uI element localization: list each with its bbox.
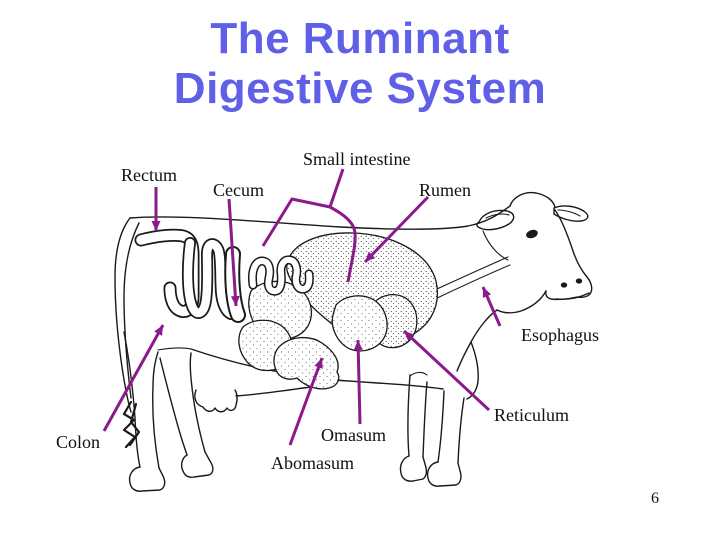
cow-far-ear xyxy=(553,205,589,222)
cow-face-outline xyxy=(545,209,593,301)
label-omasum: Omasum xyxy=(321,425,386,445)
omasum-arrow xyxy=(353,339,363,425)
colon-arrow xyxy=(102,324,165,432)
label-reticulum: Reticulum xyxy=(494,405,569,425)
organ-labels: Rectum Cecum Small intestine Rumen Esoph… xyxy=(56,149,599,473)
cow-nostril-left xyxy=(560,282,568,288)
page-number: 6 xyxy=(651,490,659,507)
label-cecum: Cecum xyxy=(213,180,264,200)
cow-rear-near-leg-front xyxy=(152,351,160,469)
cow-rear-near-hoof xyxy=(128,466,166,492)
cow-eye xyxy=(526,229,538,239)
cow-rear-near-leg-back xyxy=(123,331,141,468)
small-intestine-leader-right xyxy=(329,205,357,283)
cow-front-far-leg-back xyxy=(407,374,411,457)
leader-lines xyxy=(102,168,502,446)
cow-front-near-leg-back xyxy=(437,390,445,463)
esophagus-arrow xyxy=(481,286,502,327)
title-line-1: The Ruminant xyxy=(210,14,510,63)
cow-near-ear-fold xyxy=(485,213,510,219)
cow-head-top xyxy=(509,191,556,208)
cow-mouth-line xyxy=(555,292,590,300)
abomasum-arrow xyxy=(288,357,324,446)
cow-cheek-line xyxy=(482,230,509,261)
cow-front-far-leg-front xyxy=(422,381,428,458)
label-small-intestine: Small intestine xyxy=(303,149,411,169)
cow-jaw-line xyxy=(496,290,547,314)
cow-front-far-leg-top xyxy=(409,371,428,377)
cecum-arrow xyxy=(227,198,240,307)
label-rumen: Rumen xyxy=(419,180,471,200)
abomasum-organ xyxy=(273,336,340,390)
cow-back-line xyxy=(129,205,511,230)
cow-front-near-leg-front xyxy=(457,397,465,464)
label-colon: Colon xyxy=(56,432,100,452)
cow-front-far-hoof xyxy=(399,455,428,482)
label-esophagus: Esophagus xyxy=(521,325,599,345)
cow-nostril-right xyxy=(575,278,583,284)
cow-udder xyxy=(194,389,238,413)
label-rectum: Rectum xyxy=(121,165,177,185)
cow-thigh-fold xyxy=(157,347,192,351)
title-line-2: Digestive System xyxy=(173,64,547,113)
omasum-organ xyxy=(331,295,388,352)
rumen-arrow xyxy=(363,195,430,264)
cow-front-near-hoof xyxy=(426,461,462,487)
reticulum-arrow xyxy=(402,329,491,412)
digestive-organs xyxy=(238,232,438,390)
cow-far-ear-fold xyxy=(557,209,581,217)
cow-tail-inner xyxy=(123,222,140,399)
cow-rear-far-hoof xyxy=(180,451,214,478)
cow-rear-far-leg-back xyxy=(159,357,188,456)
cow-rear-far-leg-front xyxy=(189,352,206,453)
label-abomasum: Abomasum xyxy=(271,453,354,473)
cow-near-ear xyxy=(476,209,515,231)
small-intestine-leader-left xyxy=(261,168,345,247)
